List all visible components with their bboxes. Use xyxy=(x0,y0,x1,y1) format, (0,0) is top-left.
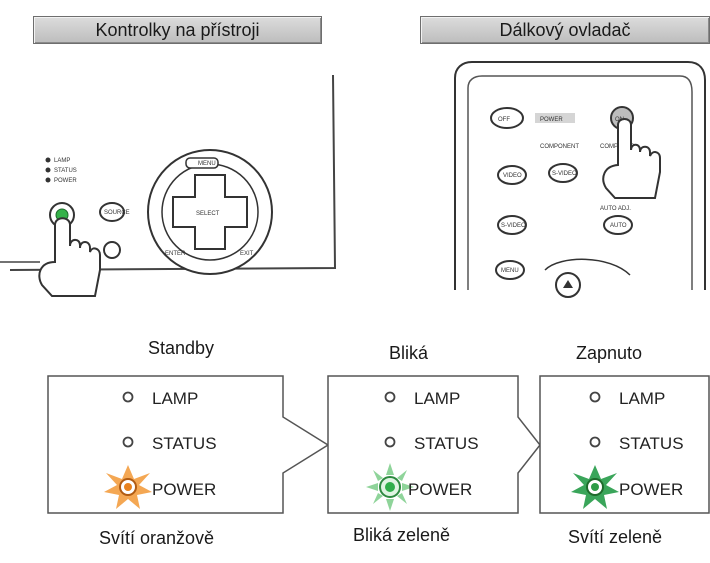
svg-text:MENU: MENU xyxy=(501,268,519,274)
remote-svideo-top-button[interactable] xyxy=(548,163,578,183)
blinking-indicators: LAMP STATUS POWER xyxy=(366,389,479,511)
state-caption-standby: Svítí oranžově xyxy=(99,528,215,548)
device-menu-button[interactable] xyxy=(185,157,219,169)
svg-text:OFF: OFF xyxy=(498,117,510,123)
device-indicator-leds: LAMP STATUS POWER xyxy=(45,157,77,184)
remote-control-illustration: OFF POWER ON COMPONENT COMPUTER VIDEO S-… xyxy=(454,61,706,298)
svg-text:STATUS: STATUS xyxy=(152,434,217,453)
device-panel-illustration: LAMP STATUS POWER SOURCE MENU SELECT ENT… xyxy=(0,61,706,298)
svg-text:POWER: POWER xyxy=(152,480,216,499)
remote-video-button[interactable] xyxy=(497,165,527,185)
hand-pointer-icon xyxy=(38,217,101,297)
svg-text:LAMP: LAMP xyxy=(619,389,665,408)
on-indicators: LAMP STATUS POWER xyxy=(571,389,684,509)
device-direction-pad[interactable]: MENU SELECT ENTER EXIT xyxy=(147,149,273,275)
svg-text:LAMP: LAMP xyxy=(414,389,460,408)
lamp-led-icon xyxy=(589,391,601,403)
state-title-blinking: Bliká xyxy=(389,343,429,363)
svg-text:COMPONENT: COMPONENT xyxy=(540,144,579,150)
svg-text:MENU: MENU xyxy=(198,161,216,167)
power-blink-green-icon xyxy=(366,463,414,511)
remote-hand-pointer-icon xyxy=(602,118,661,199)
svg-text:S-VIDEO: S-VIDEO xyxy=(552,171,577,177)
state-title-standby: Standby xyxy=(148,338,215,358)
svg-text:LAMP: LAMP xyxy=(152,389,198,408)
status-led-icon xyxy=(384,436,396,448)
svg-text:S-VIDEO: S-VIDEO xyxy=(501,223,526,229)
remote-auto-button[interactable] xyxy=(603,215,633,235)
state-caption-on: Svítí zeleně xyxy=(568,527,663,547)
svg-text:EXIT: EXIT xyxy=(240,251,254,257)
device-auto-button[interactable] xyxy=(103,241,121,259)
remote-off-button[interactable] xyxy=(490,107,524,129)
device-source-button[interactable]: SOURCE xyxy=(99,202,130,222)
status-led-icon xyxy=(122,436,134,448)
svg-text:LAMP: LAMP xyxy=(54,158,70,164)
state-title-on: Zapnuto xyxy=(576,343,643,363)
svg-text:SELECT: SELECT xyxy=(196,211,220,217)
svg-text:POWER: POWER xyxy=(408,480,472,499)
remote-control-header: Dálkový ovladač xyxy=(420,16,710,44)
indicator-states-diagram: LAMP STATUS POWER LAMP STATUS POWER LAMP xyxy=(47,375,710,514)
svg-text:POWER: POWER xyxy=(54,178,77,184)
remote-svideo-button[interactable] xyxy=(497,215,527,235)
device-indicators-header: Kontrolky na přístroji xyxy=(33,16,322,44)
standby-indicators: LAMP STATUS POWER xyxy=(104,389,217,509)
state-caption-blinking: Bliká zeleně xyxy=(353,525,451,545)
status-led-icon xyxy=(589,436,601,448)
svg-text:AUTO ADJ.: AUTO ADJ. xyxy=(600,206,631,212)
svg-text:POWER: POWER xyxy=(540,117,563,123)
svg-text:ENTER: ENTER xyxy=(165,251,186,257)
svg-text:POWER: POWER xyxy=(619,480,683,499)
svg-text:VIDEO: VIDEO xyxy=(503,173,522,179)
svg-text:STATUS: STATUS xyxy=(54,168,77,174)
svg-text:AUTO: AUTO xyxy=(610,223,627,229)
remote-menu-button[interactable] xyxy=(495,260,525,280)
svg-text:SOURCE: SOURCE xyxy=(104,210,130,216)
lamp-led-icon xyxy=(122,391,134,403)
lamp-led-icon xyxy=(384,391,396,403)
svg-text:STATUS: STATUS xyxy=(619,434,684,453)
svg-text:STATUS: STATUS xyxy=(414,434,479,453)
